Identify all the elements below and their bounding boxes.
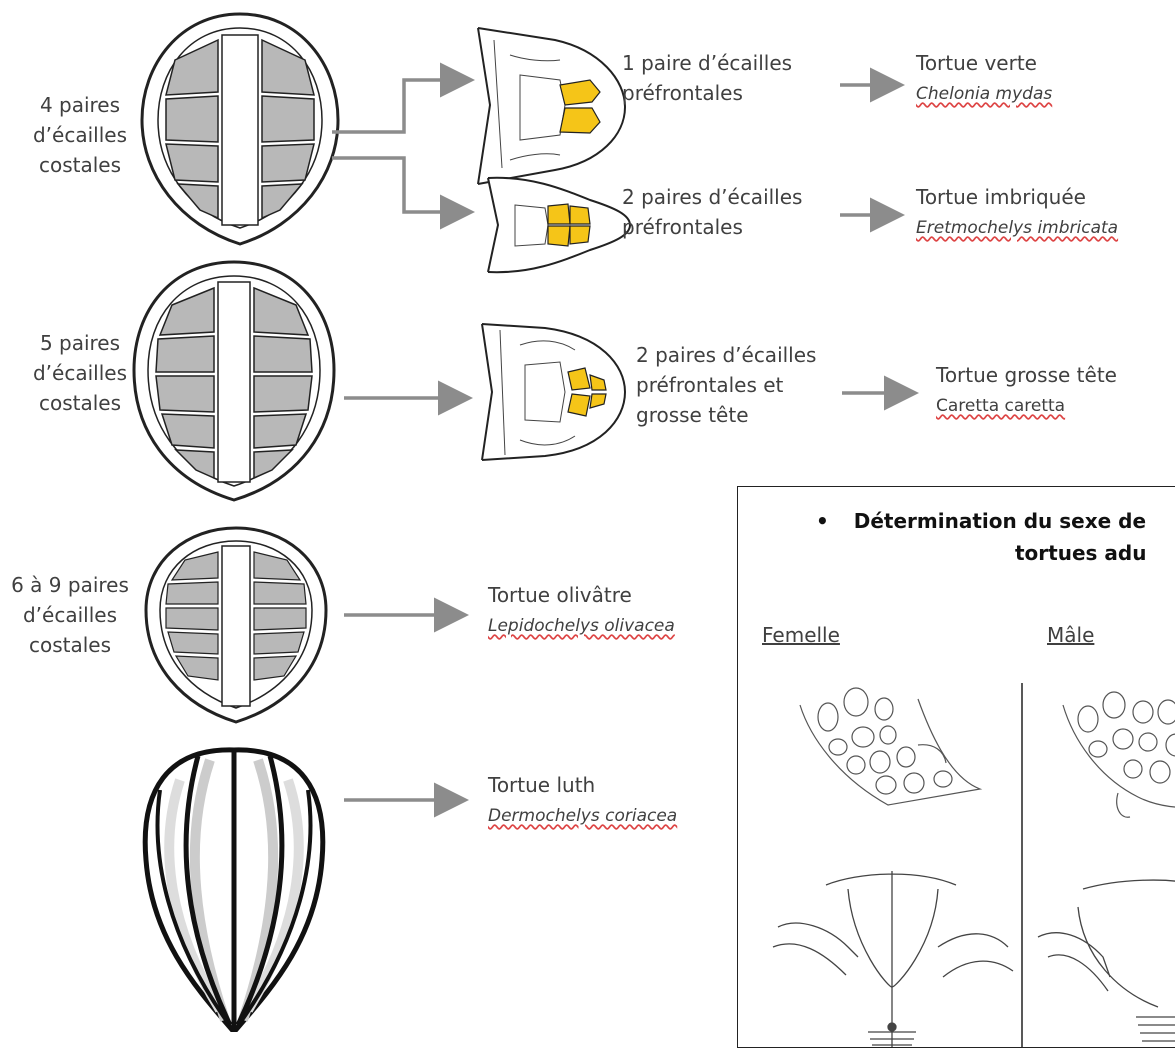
label-4-pairs: 4 paires d’écailles costales (20, 90, 140, 180)
label-5-pairs: 5 paires d’écailles costales (20, 328, 140, 418)
sci-name-green: Chelonia mydas (916, 82, 1052, 106)
common-name-loggerhead: Tortue grosse tête (936, 360, 1117, 390)
desc-loggerhead: 2 paires d’écailles préfrontales et gros… (636, 340, 816, 430)
desc-2-pairs: 2 paires d’écailles préfrontales (622, 182, 802, 242)
sci-name-olive: Lepidochelys olivacea (488, 614, 675, 638)
sex-drawings (738, 487, 1175, 1047)
head-loggerhead (482, 324, 625, 460)
male-plastron-drawing (1038, 875, 1175, 1047)
sci-name-loggerhead: Caretta caretta (936, 394, 1065, 418)
label-line: d’écailles (20, 120, 140, 150)
common-name-green: Tortue verte (916, 48, 1037, 78)
label-line: costales (20, 150, 140, 180)
label-line: costales (20, 388, 140, 418)
label-line: 4 paires (20, 90, 140, 120)
common-name-leatherback: Tortue luth (488, 770, 595, 800)
sex-determination-box: • Détermination du sexe de tortues adu F… (737, 486, 1175, 1048)
label-line: 6 à 9 paires (0, 570, 140, 600)
sci-name-leatherback: Dermochelys coriacea (488, 804, 677, 828)
desc-line: 1 paire d’écailles (622, 48, 792, 78)
shell-5-costal-pairs (134, 262, 334, 500)
female-plastron-drawing (773, 871, 1013, 1047)
desc-line: grosse tête (636, 400, 816, 430)
label-line: d’écailles (0, 600, 140, 630)
shell-leatherback (145, 750, 323, 1032)
label-line: costales (0, 630, 140, 660)
sci-name-hawksbill: Eretmochelys imbricata (916, 216, 1118, 240)
label-line: d’écailles (20, 358, 140, 388)
shell-4-costal-pairs (142, 14, 338, 244)
label-6-9-pairs: 6 à 9 paires d’écailles costales (0, 570, 140, 660)
male-tail-drawing (1063, 692, 1175, 817)
head-1-pair-prefrontals (478, 28, 625, 184)
desc-line: 2 paires d’écailles (636, 340, 816, 370)
common-name-hawksbill: Tortue imbriquée (916, 182, 1086, 212)
common-name-olive: Tortue olivâtre (488, 580, 632, 610)
female-tail-drawing (800, 688, 980, 805)
desc-line: préfrontales (622, 78, 792, 108)
desc-line: préfrontales et (636, 370, 816, 400)
shell-6-9-costal-pairs (146, 528, 326, 722)
label-line: 5 paires (20, 328, 140, 358)
desc-1-pair: 1 paire d’écailles préfrontales (622, 48, 792, 108)
head-2-pairs-prefrontals (488, 178, 630, 272)
desc-line: 2 paires d’écailles (622, 182, 802, 212)
desc-line: préfrontales (622, 212, 802, 242)
